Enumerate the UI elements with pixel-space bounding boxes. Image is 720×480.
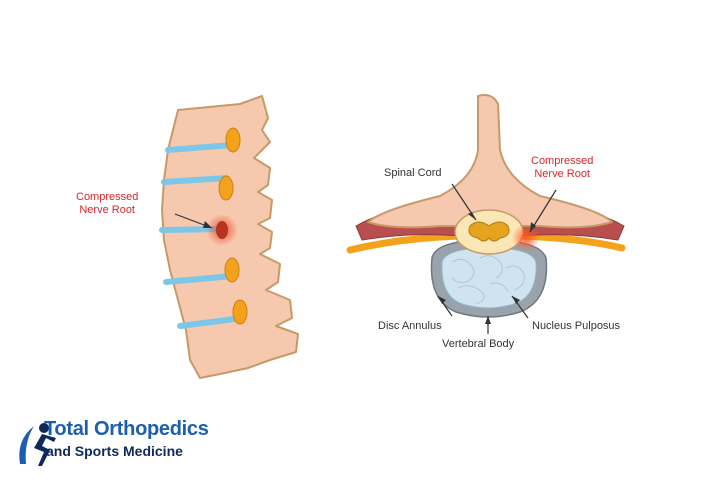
axial-vertebra-view (346, 94, 626, 334)
spinal-cord (468, 221, 510, 242)
disc-2 (161, 175, 229, 185)
nerve-root-axial-left (346, 232, 464, 254)
label-nucleus-pulposus: Nucleus Pulposus (532, 320, 621, 332)
nerve-root-2 (218, 175, 234, 201)
lateral-spine-view (159, 95, 299, 379)
nerve-root-1 (225, 127, 241, 153)
label-vertebral-body: Vertebral Body (442, 338, 515, 350)
spinous-process (367, 94, 613, 229)
logo-line-1: Total Orthopedics (44, 418, 209, 440)
label-compressed-nerve-root-right: Compressed Nerve Root (531, 155, 594, 180)
label-disc-annulus: Disc Annulus (378, 320, 442, 332)
nerve-root-4 (224, 257, 240, 283)
brand-logo: Total Orthopedics and Sports Medicine (10, 418, 250, 468)
disc-4 (163, 273, 235, 285)
compressed-nerve-root-left (216, 221, 228, 239)
disc-5 (177, 315, 245, 329)
logo-line-2: and Sports Medicine (46, 443, 183, 459)
runner-logo-icon (19, 423, 56, 466)
label-spinal-cord: Spinal Cord (384, 167, 442, 179)
label-compressed-nerve-root-left: Compressed Nerve Root (76, 191, 139, 216)
inflammation-glow-right (512, 224, 540, 252)
nucleus-pulposus (441, 247, 537, 309)
disc-1 (165, 142, 235, 153)
nerve-root-5 (232, 299, 248, 325)
